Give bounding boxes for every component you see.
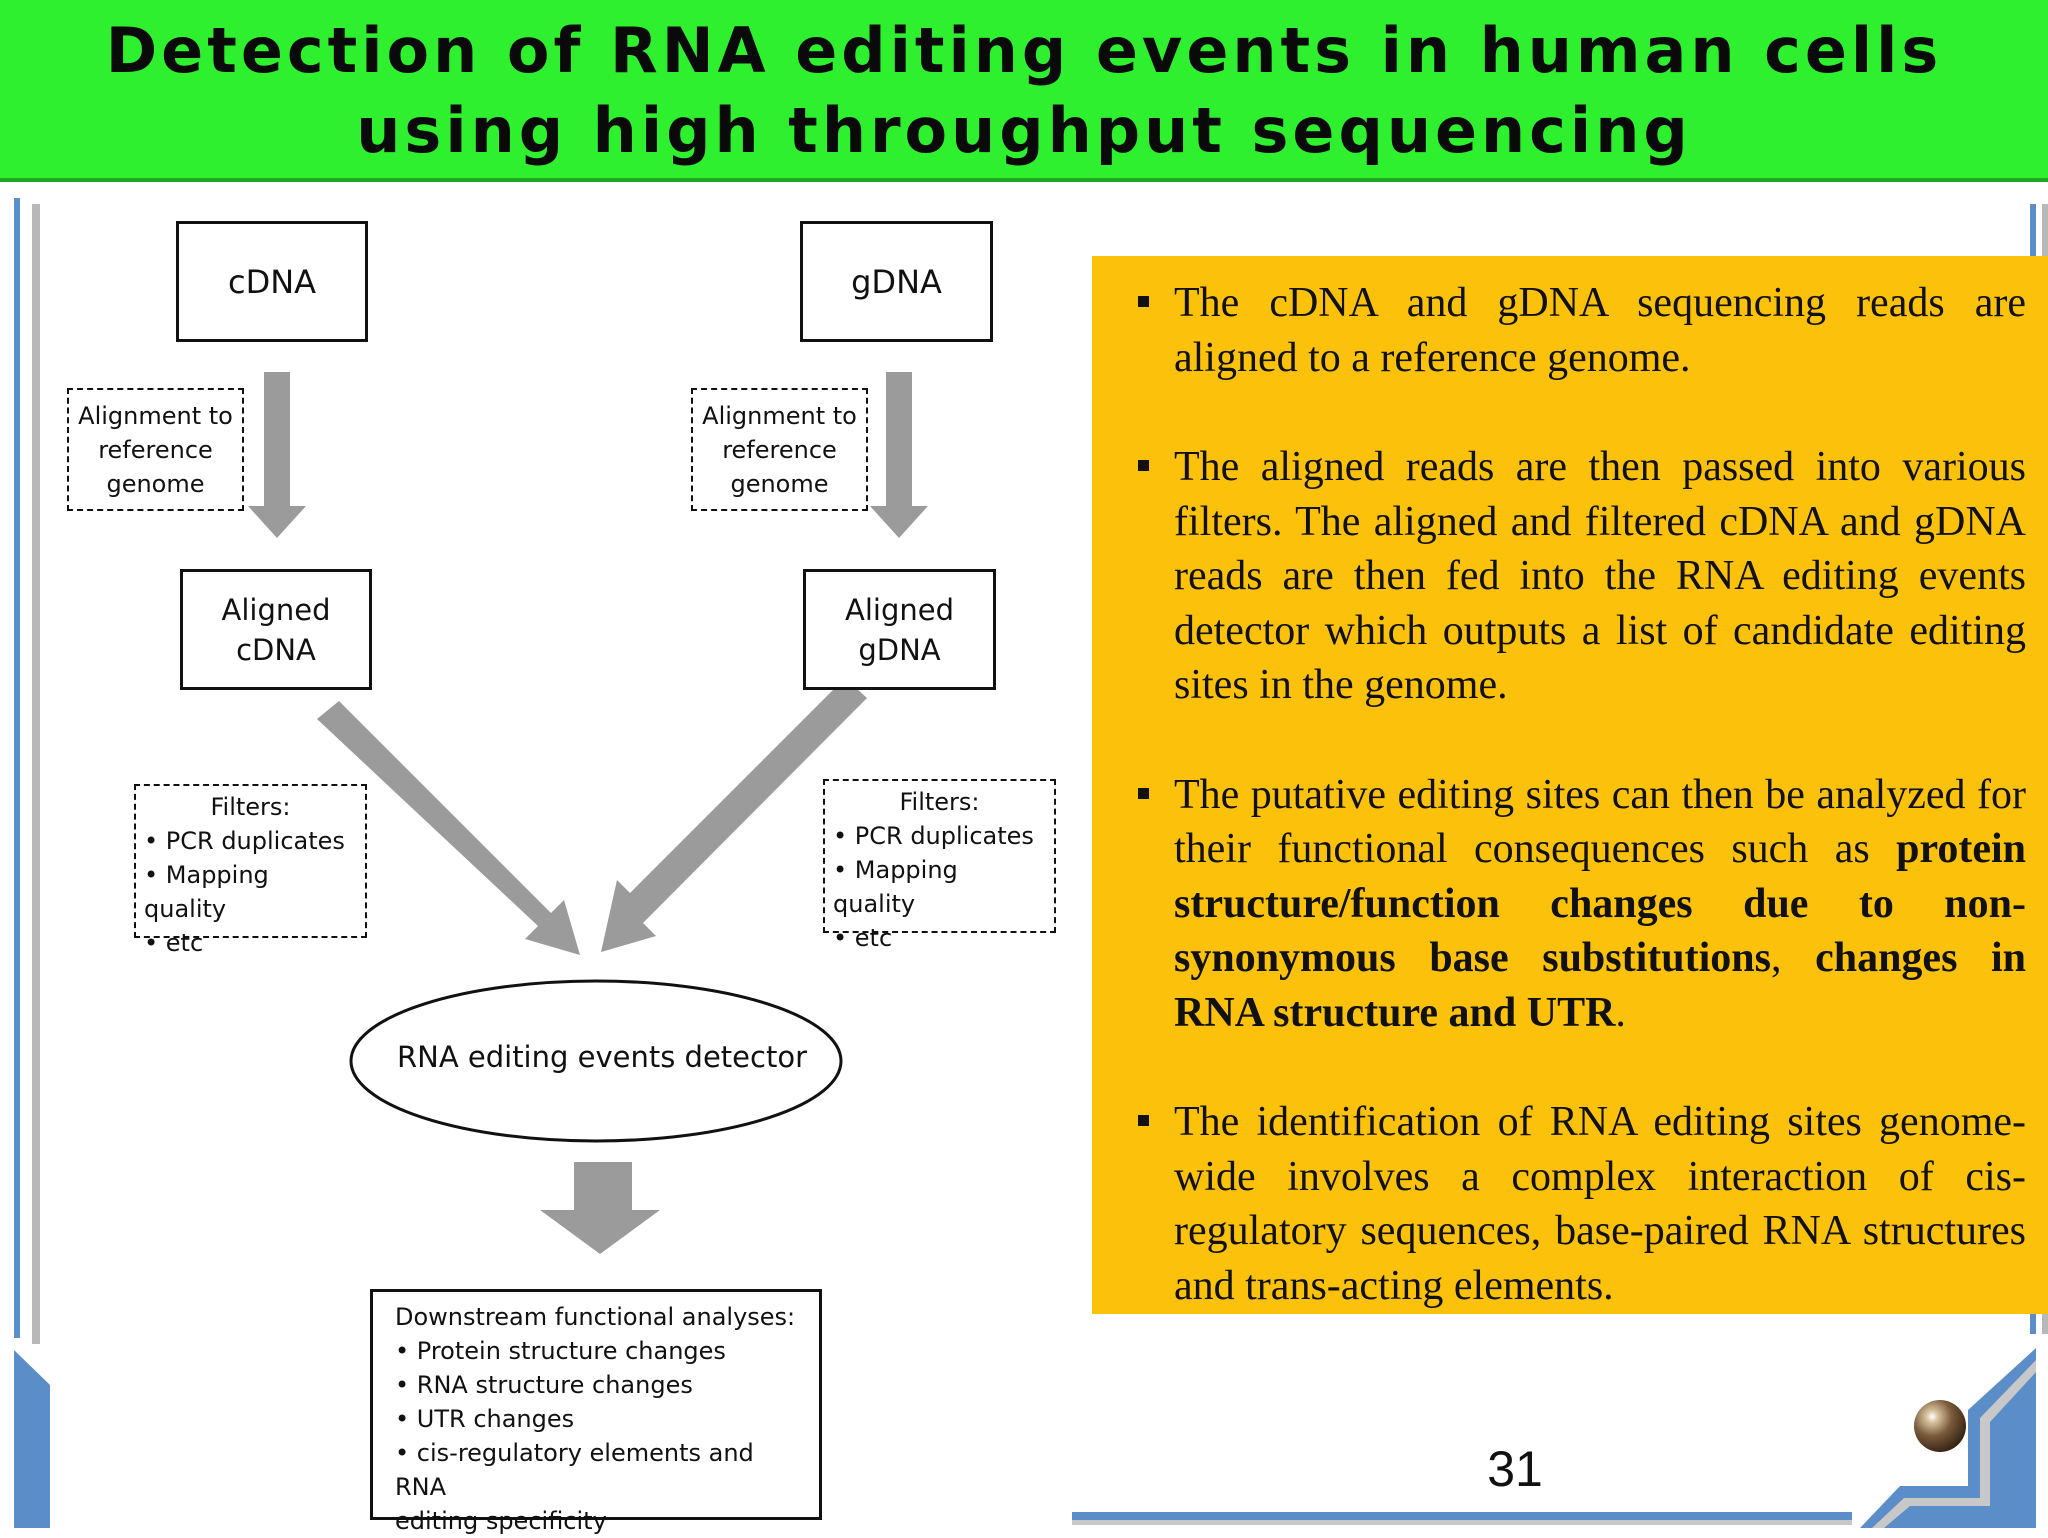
alignment-left-line-1: Alignment to [78, 401, 233, 430]
info-bullet-4: The identification of RNA editing sites … [1114, 1095, 2026, 1313]
downstream-heading: Downstream functional analyses: [395, 1303, 796, 1331]
aligned-cdna-line-2: cDNA [236, 632, 316, 667]
arrow-gdna-down [870, 372, 928, 538]
downstream-item: editing specificity [395, 1507, 607, 1535]
bullet-square-icon [1138, 296, 1149, 307]
info-bullet-2-text: The aligned reads are then passed into v… [1174, 444, 2026, 708]
slide-title: Detection of RNA editing events in human… [0, 0, 2048, 182]
aligned-gdna-line-1: Aligned [845, 592, 954, 627]
info-bullet-1: The cDNA and gDNA sequencing reads are a… [1114, 276, 2026, 385]
filters-right-item: • PCR duplicates [833, 822, 1034, 850]
downstream-item: • UTR changes [395, 1405, 575, 1433]
arrow-to-downstream [540, 1162, 660, 1254]
filters-right-heading: Filters: [899, 788, 980, 816]
alignment-right-line-2: reference [722, 435, 837, 464]
arrow-gdna-to-detector [601, 678, 867, 952]
downstream-item: • cis-regulatory elements and RNA [395, 1439, 754, 1501]
info-bullet-1-text: The cDNA and gDNA sequencing reads are a… [1174, 280, 2026, 381]
cdna-box: cDNA [176, 221, 368, 342]
bottom-rule [1072, 1512, 1852, 1520]
gdna-label: gDNA [851, 262, 942, 301]
info-bullet-3-bold-1: protein structure/function changes due t… [1174, 826, 2026, 981]
info-bullet-3-bold-2: changes in RNA structure and UTR [1174, 935, 2026, 1036]
filters-left-item: • PCR duplicates [144, 827, 345, 855]
arrow-cdna-to-detector [317, 701, 580, 955]
filters-left-item: • etc [144, 929, 204, 957]
alignment-box-right: Alignment to reference genome [691, 388, 868, 511]
filters-right-item: • etc [833, 924, 893, 952]
title-line-2: using high throughput sequencing [356, 94, 1692, 167]
title-line-1: Detection of RNA editing events in human… [105, 14, 1943, 87]
gdna-box: gDNA [800, 221, 993, 342]
arrow-cdna-down [248, 372, 306, 538]
downstream-box: Downstream functional analyses: • Protei… [370, 1289, 822, 1535]
info-bullet-2: The aligned reads are then passed into v… [1114, 440, 2026, 713]
filters-left-item: • Mapping quality [144, 861, 269, 923]
filters-box-right: Filters: • PCR duplicates • Mapping qual… [823, 779, 1056, 952]
left-gray-line [32, 204, 40, 1344]
detector-ellipse [349, 979, 843, 1143]
alignment-left-line-3: genome [106, 469, 205, 498]
info-panel: The cDNA and gDNA sequencing reads are a… [1092, 256, 2048, 1314]
alignment-box-left: Alignment to reference genome [67, 388, 244, 511]
filters-right-item: • Mapping quality [833, 856, 958, 918]
bullet-square-icon [1138, 787, 1149, 799]
alignment-left-line-2: reference [98, 435, 213, 464]
left-blue-line [14, 198, 20, 1338]
filters-box-left: Filters: • PCR duplicates • Mapping qual… [134, 784, 367, 957]
alignment-right-line-3: genome [730, 469, 829, 498]
cdna-label: cDNA [227, 262, 317, 301]
aligned-gdna-line-2: gDNA [858, 632, 941, 667]
filters-left-heading: Filters: [210, 793, 291, 821]
info-bullet-3-pre: The putative editing sites can then be a… [1174, 771, 2026, 873]
info-bullet-3-mid: , [1771, 935, 1816, 981]
info-bullet-4-text: The identification of RNA editing sites … [1174, 1099, 2026, 1309]
aligned-cdna-box: Aligned cDNA [180, 569, 372, 690]
page-number: 31 [1487, 1441, 1543, 1497]
bullet-square-icon [1138, 460, 1149, 471]
corner-ball-icon [1914, 1400, 1966, 1452]
aligned-cdna-line-1: Aligned [221, 592, 331, 627]
info-bullet-3-post: . [1615, 989, 1626, 1036]
downstream-item: • RNA structure changes [395, 1371, 693, 1399]
aligned-gdna-box: Aligned gDNA [803, 569, 996, 690]
right-corner-shape [1860, 1348, 2036, 1528]
left-corner-wedge [14, 1350, 50, 1528]
info-bullet-3: The putative editing sites can then be a… [1114, 768, 2026, 1041]
detector-label: RNA editing events detector [396, 1040, 807, 1074]
alignment-right-line-1: Alignment to [702, 401, 857, 430]
downstream-item: • Protein structure changes [395, 1337, 726, 1365]
bullet-square-icon [1138, 1115, 1149, 1126]
